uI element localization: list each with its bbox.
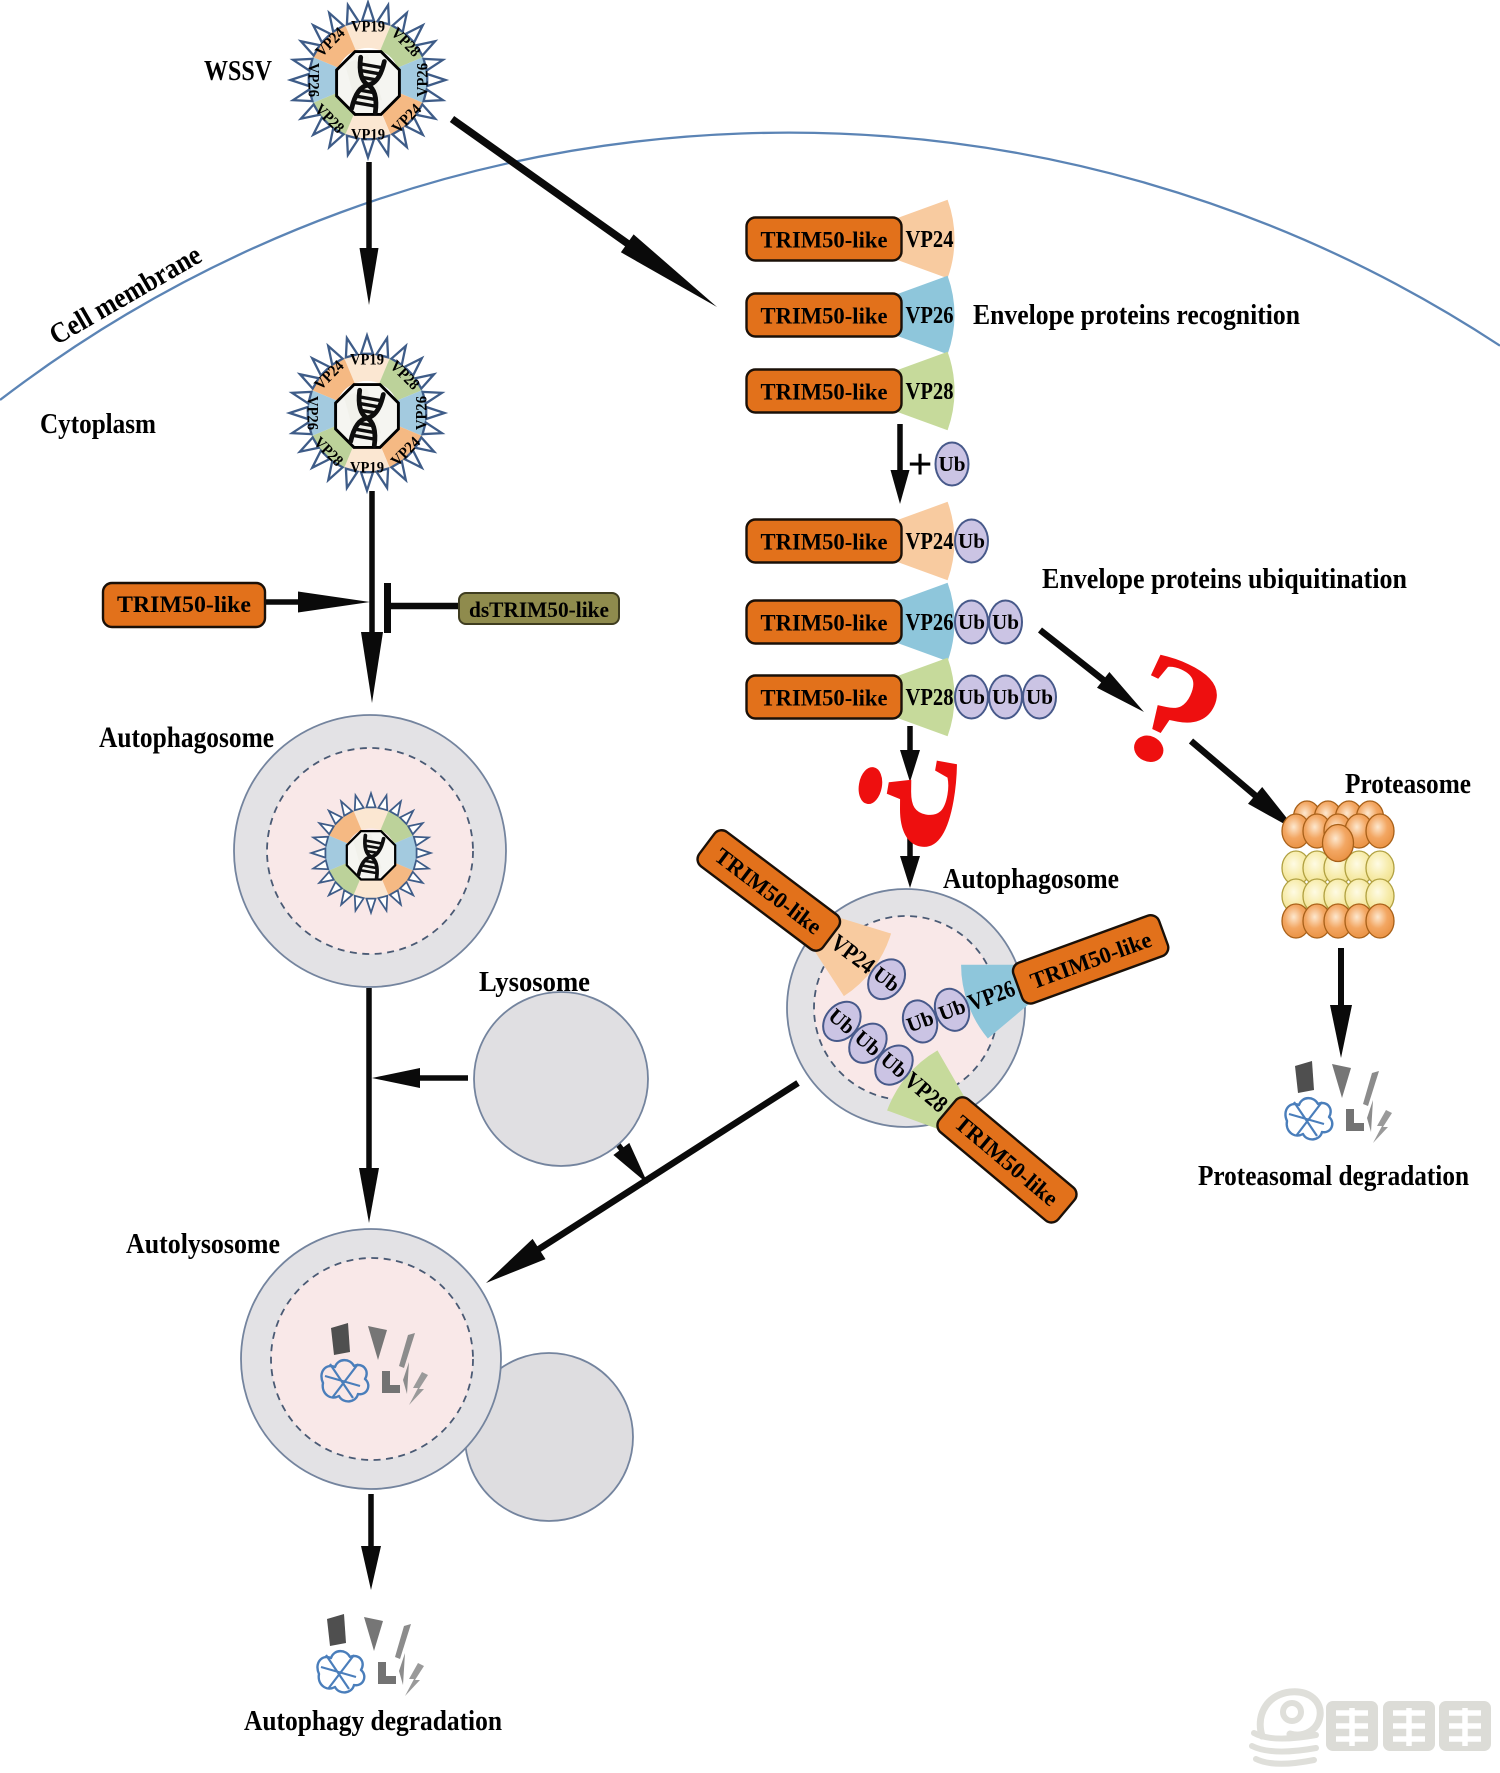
svg-text:VP26: VP26 <box>304 396 321 430</box>
svg-text:+: + <box>907 440 932 489</box>
svg-text:Cytoplasm: Cytoplasm <box>40 408 156 440</box>
svg-text:TRIM50-like: TRIM50-like <box>761 380 888 405</box>
svg-text:TRIM50-like: TRIM50-like <box>761 304 888 329</box>
svg-text:VP28: VP28 <box>906 685 954 711</box>
svg-text:TRIM50-like: TRIM50-like <box>761 611 888 636</box>
svg-text:VP24: VP24 <box>906 227 954 253</box>
svg-text:VP26: VP26 <box>906 303 954 329</box>
svg-text:VP19: VP19 <box>350 352 384 369</box>
svg-text:VP19: VP19 <box>351 127 385 144</box>
svg-text:TRIM50-like: TRIM50-like <box>761 228 888 253</box>
svg-text:Envelope proteins ubiquitinati: Envelope proteins ubiquitination <box>1042 564 1407 595</box>
svg-text:Autophagosome: Autophagosome <box>99 722 274 754</box>
svg-text:Autolysosome: Autolysosome <box>126 1228 280 1260</box>
svg-text:Ub: Ub <box>958 529 985 553</box>
svg-text:VP26: VP26 <box>415 63 432 97</box>
svg-text:VP28: VP28 <box>906 379 954 405</box>
svg-text:Ub: Ub <box>958 685 985 709</box>
svg-text:Ub: Ub <box>939 452 966 476</box>
svg-text:Proteasome: Proteasome <box>1345 768 1471 800</box>
svg-text:Ub: Ub <box>992 685 1019 709</box>
svg-text:Ub: Ub <box>1026 685 1053 709</box>
svg-text:Proteasomal degradation: Proteasomal degradation <box>1198 1160 1469 1192</box>
svg-text:Ub: Ub <box>992 610 1019 634</box>
svg-text:Envelope proteins recognition: Envelope proteins recognition <box>973 300 1300 331</box>
svg-text:WSSV: WSSV <box>204 55 272 87</box>
svg-text:TRIM50-like: TRIM50-like <box>761 530 888 555</box>
svg-text:?: ? <box>819 729 993 869</box>
svg-text:VP26: VP26 <box>906 610 954 636</box>
svg-text:VP26: VP26 <box>305 63 322 97</box>
svg-text:Autophagy degradation: Autophagy degradation <box>244 1705 502 1737</box>
svg-text:VP24: VP24 <box>906 529 954 555</box>
svg-text:Ub: Ub <box>958 610 985 634</box>
svg-text:VP19: VP19 <box>351 19 385 36</box>
svg-text:VP19: VP19 <box>350 460 384 477</box>
svg-text:TRIM50-like: TRIM50-like <box>761 686 888 711</box>
svg-text:Autophagosome: Autophagosome <box>943 863 1119 895</box>
svg-text:dsTRIM50-like: dsTRIM50-like <box>469 597 609 622</box>
svg-text:VP26: VP26 <box>414 396 431 430</box>
svg-text:TRIM50-like: TRIM50-like <box>117 592 251 617</box>
